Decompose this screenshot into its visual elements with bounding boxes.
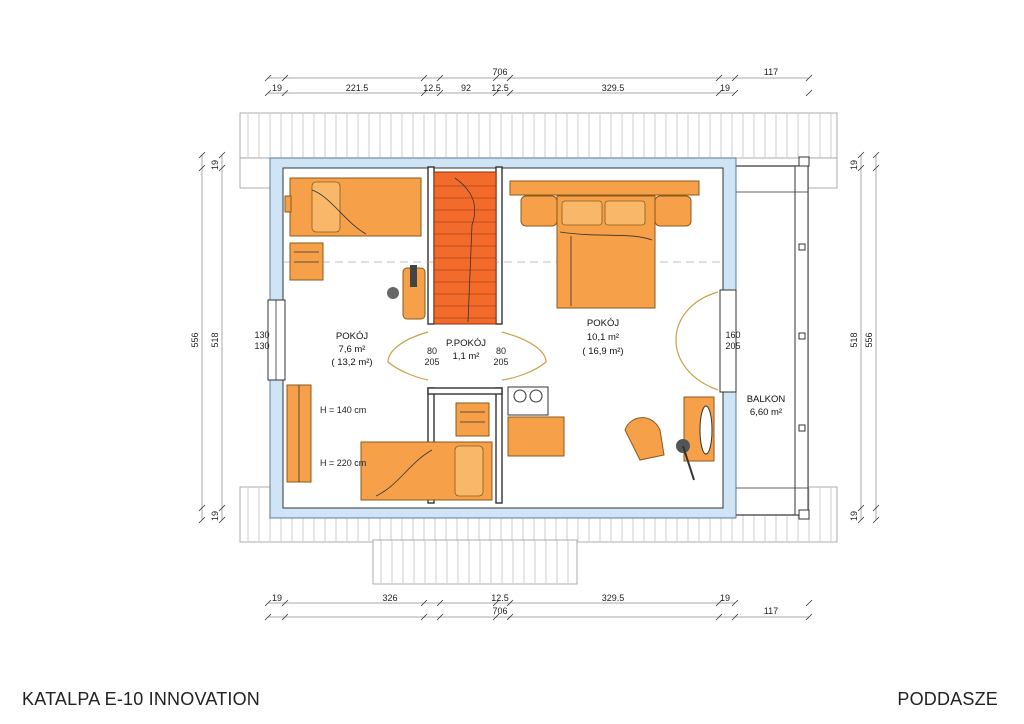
right-room-name: POKÓJ [587,318,619,329]
height-220: H = 220 cm [320,458,366,468]
dimension-lines [198,74,880,621]
dim-bottom-extension: 117 [764,606,778,616]
dim-top-extension: 117 [764,67,778,77]
balcony-area: 6,60 m² [750,407,782,418]
dim-top-seg-5: 12.5 [491,83,509,93]
door-left-top: 80 [427,346,437,356]
dim-left-top: 19 [210,160,220,170]
dim-bottom-seg-3: 12.5 [491,593,509,603]
stairs [433,171,497,325]
dim-bottom-total: 706 [492,606,507,616]
doors [387,291,719,391]
dim-bottom-seg-1: 19 [272,593,282,603]
window-left-bottom: 130 [254,341,269,351]
dim-top-seg-1: 19 [272,83,282,93]
left-room-area-total: ( 13,2 m²) [331,357,372,368]
middle-room-name: P.POKÓJ [446,338,486,349]
left-room-area: 7,6 m² [339,344,366,355]
dim-right-bottom: 19 [849,511,859,521]
middle-room-area: 1,1 m² [453,351,480,362]
dim-left-outer: 556 [190,332,200,347]
dim-top-seg-6: 329.5 [602,83,625,93]
left-room-name: POKÓJ [336,331,368,342]
door-mid-top: 80 [496,346,506,356]
right-room-furniture [507,180,715,481]
floor-name: PODDASZE [897,689,998,709]
dim-left-bottom: 19 [210,511,220,521]
door-balcony-top: 160 [725,330,740,340]
dim-right-inner: 518 [849,332,859,347]
dim-left-inner: 518 [210,332,220,347]
window-left-top: 130 [254,330,269,340]
balcony-name: BALKON [747,394,786,405]
dim-bottom-seg-2: 326 [382,593,397,603]
door-left-bottom: 205 [424,357,439,367]
door-balcony-bottom: 205 [725,341,740,351]
balcony [734,156,810,520]
dim-top-seg-3: 12.5 [423,83,441,93]
dim-right-outer: 556 [864,332,874,347]
height-140: H = 140 cm [320,405,366,415]
right-room-area: 10,1 m² [587,332,619,343]
dim-right-top: 19 [849,160,859,170]
door-mid-bottom: 205 [493,357,508,367]
left-room-furniture [284,177,493,501]
dim-top-seg-2: 221.5 [346,83,369,93]
dim-top-total: 706 [492,67,507,77]
right-room-area-total: ( 16,9 m²) [582,346,623,357]
dim-bottom-seg-5: 19 [720,593,730,603]
dim-bottom-seg-4: 329.5 [602,593,625,603]
project-title: KATALPA E-10 INNOVATION [22,689,260,709]
dim-top-seg-4: 92 [461,83,471,93]
dim-top-seg-7: 19 [720,83,730,93]
